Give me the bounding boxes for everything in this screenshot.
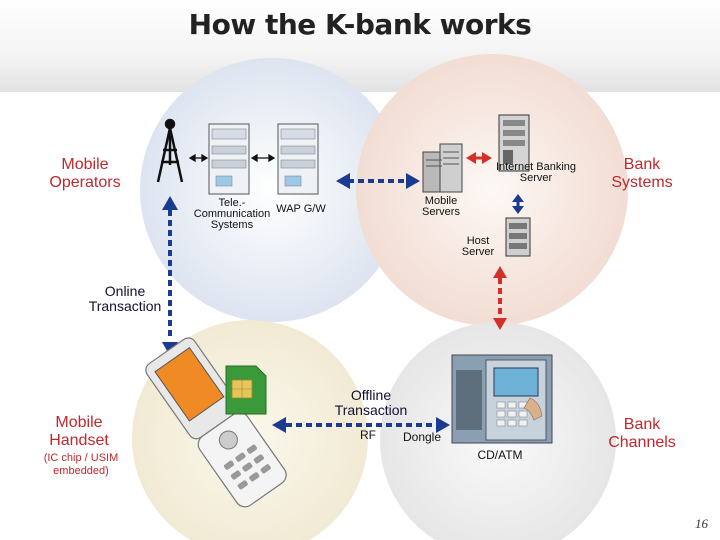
link-arrow-wap-mobile-servers [336, 173, 420, 189]
bank-systems-label: Bank Systems [611, 156, 673, 191]
page-number: 16 [695, 516, 708, 531]
slide-title: How the K-bank works [188, 8, 532, 41]
bank-channels-label: Bank Channels [608, 416, 676, 451]
offline-transaction-arrow [272, 417, 450, 433]
telecom-circle [140, 58, 404, 322]
telecom-systems-label: Tele.- Communication Systems [193, 197, 271, 231]
dongle-label: Dongle [402, 430, 442, 444]
mobile-servers-label: Mobile Servers [422, 195, 460, 218]
atm-icon [451, 354, 553, 444]
host-atm-arrow [493, 266, 507, 330]
telecom-server-icon [208, 123, 250, 195]
cd-atm-label: CD/ATM [477, 448, 523, 462]
link-arrow-internet-banking-host [512, 194, 524, 214]
mobile-handset-label: Mobile Handset [49, 414, 109, 449]
flip-phone-icon [145, 337, 287, 508]
link-arrow-mobile-internet-banking [466, 152, 492, 164]
online-transaction-label: Online Transaction [88, 283, 162, 314]
wap-gateway-server-icon [277, 123, 319, 195]
antenna-icon [156, 118, 184, 183]
link-arrow-antenna-telecom [188, 153, 209, 163]
handset-note-label: (IC chip / USIM embedded) [43, 452, 119, 477]
mobile-operators-label: Mobile Operators [49, 156, 121, 191]
rf-label: RF [360, 428, 376, 442]
internet-banking-server-label: Internet Banking Server [495, 161, 577, 184]
title-band [0, 0, 720, 92]
offline-transaction-label: Offline Transaction [334, 387, 408, 418]
link-arrow-telecom-wap [250, 153, 276, 163]
host-server-icon [505, 217, 531, 257]
usim-card-icon [225, 365, 267, 415]
mobile-servers-icon [422, 143, 463, 193]
wap-gw-label: WAP G/W [276, 203, 326, 215]
bank-systems-circle [356, 54, 628, 326]
host-server-label: Host Server [461, 235, 495, 258]
internet-banking-server-icon [498, 114, 530, 172]
